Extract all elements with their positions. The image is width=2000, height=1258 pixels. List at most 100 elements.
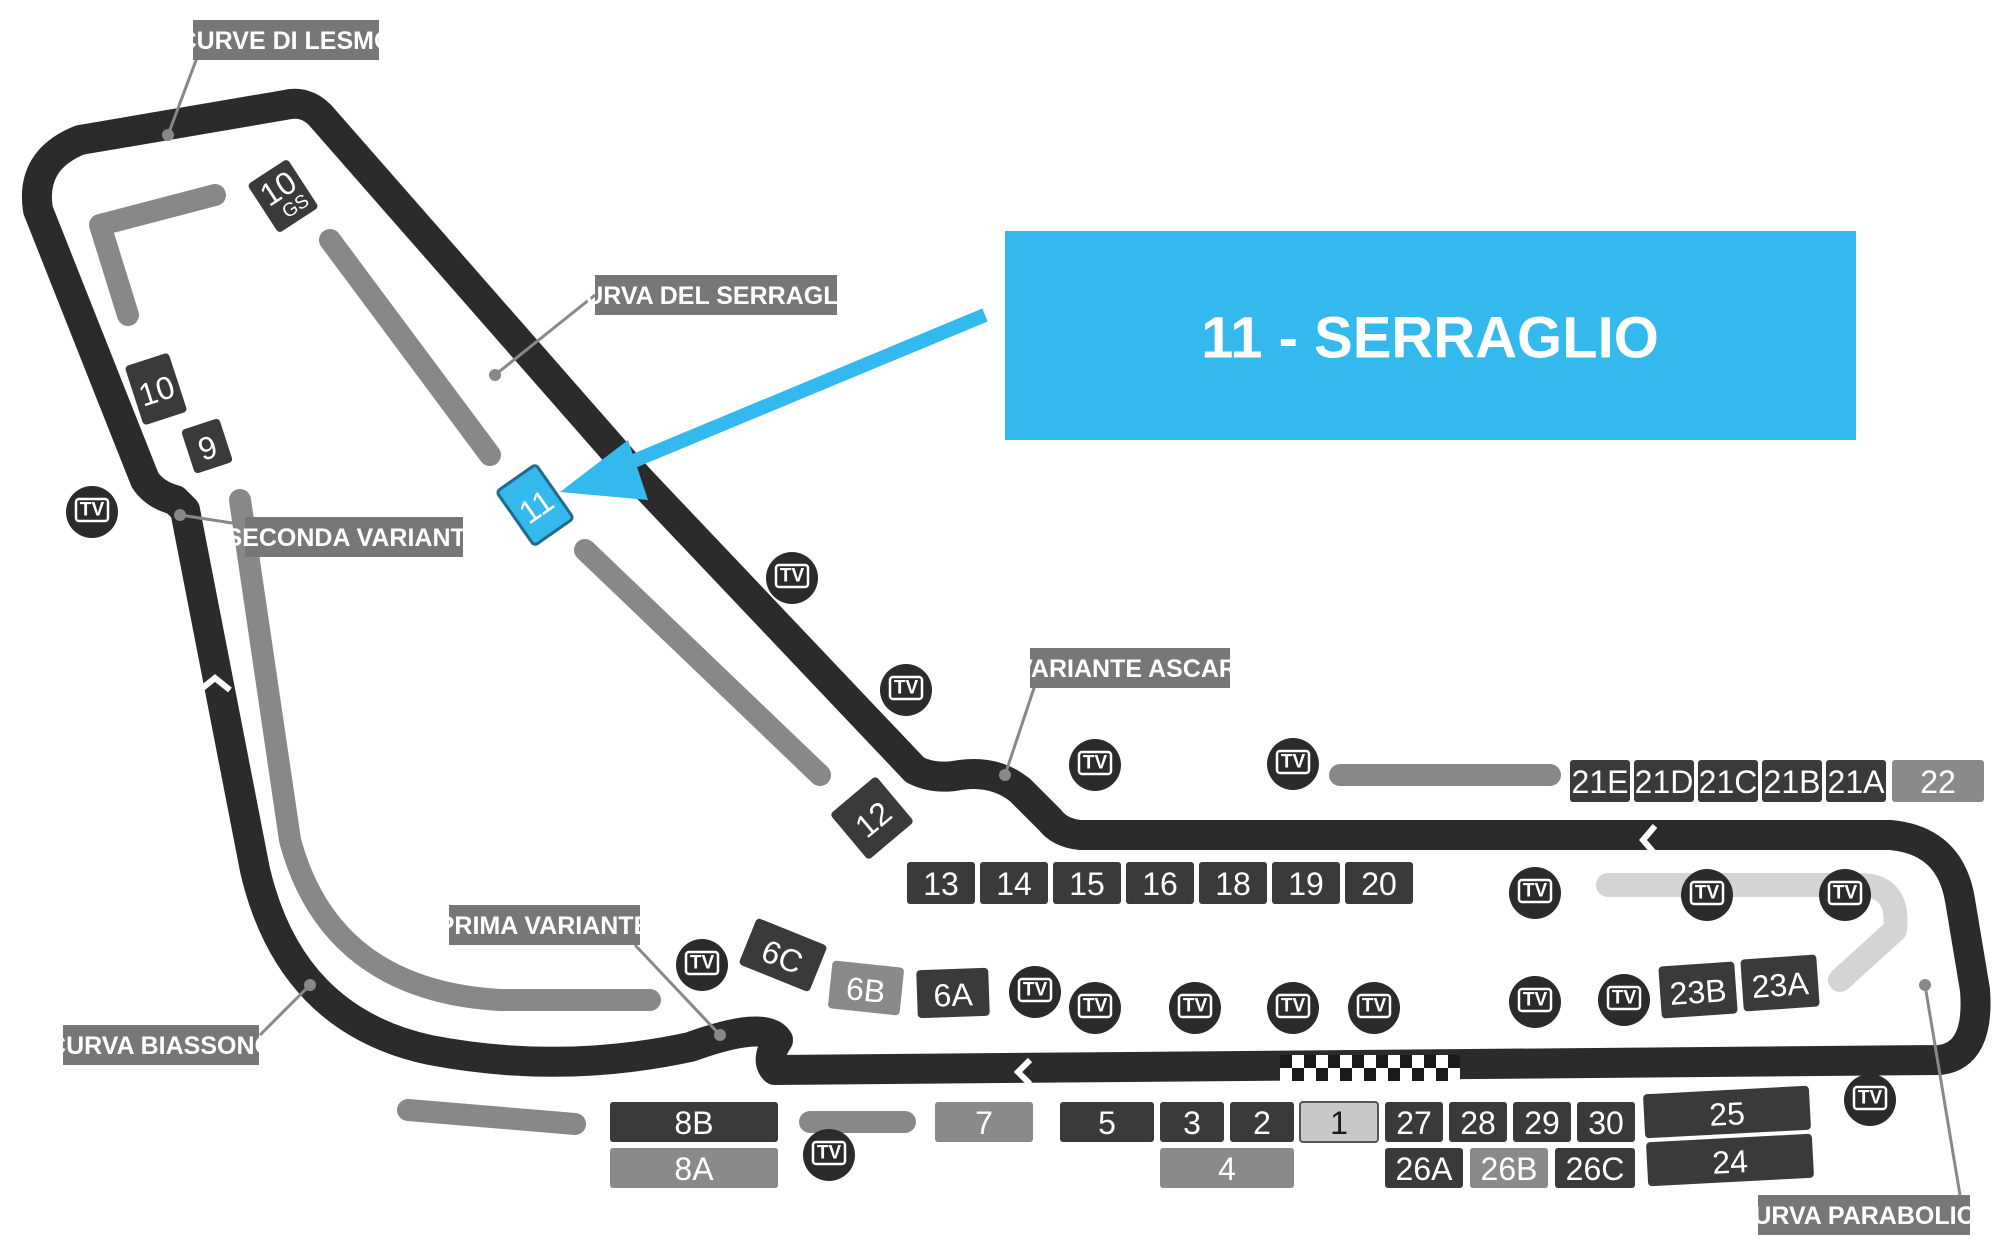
tv-icon: TV — [880, 664, 932, 716]
stand-22[interactable]: 22 — [1892, 760, 1984, 802]
stand-26a[interactable]: 26A — [1385, 1148, 1463, 1188]
stand-10[interactable]: 10 — [125, 352, 188, 425]
direction-chevron — [1639, 824, 1658, 856]
svg-text:22: 22 — [1920, 764, 1956, 800]
direction-chevron — [617, 506, 637, 537]
svg-text:TV: TV — [1858, 1088, 1883, 1109]
tv-icon: TV — [1009, 966, 1061, 1018]
svg-text:TV: TV — [1523, 990, 1548, 1011]
zone-lesmo-inner — [89, 184, 226, 326]
highlight-arrow — [560, 308, 988, 500]
label-seconda-text: SECONDA VARIANTE — [226, 524, 483, 552]
svg-text:13: 13 — [923, 866, 959, 902]
stand-6a[interactable]: 6A — [916, 967, 990, 1019]
svg-text:TV: TV — [1612, 988, 1637, 1009]
tv-icon: TV — [1169, 982, 1221, 1034]
tv-icon: TV — [1509, 867, 1561, 919]
tv-screens: TV TV TV TV TV TV TV TV TV TV TV TV TV T… — [66, 486, 1896, 1181]
svg-text:TV: TV — [1183, 996, 1208, 1017]
stand-9[interactable]: 9 — [181, 418, 233, 474]
svg-text:3: 3 — [1183, 1105, 1201, 1141]
stand-3[interactable]: 3 — [1160, 1102, 1224, 1142]
stand-16[interactable]: 16 — [1126, 862, 1194, 904]
svg-text:28: 28 — [1460, 1105, 1496, 1141]
stand-14[interactable]: 14 — [980, 862, 1048, 904]
tv-icon: TV — [1069, 982, 1121, 1034]
svg-text:TV: TV — [690, 953, 715, 974]
label-prima-text: PRIMA VARIANTE — [438, 912, 651, 940]
stand-27[interactable]: 27 — [1385, 1102, 1443, 1142]
stand-29[interactable]: 29 — [1513, 1102, 1571, 1142]
svg-text:21B: 21B — [1764, 764, 1821, 800]
svg-text:23B: 23B — [1668, 972, 1727, 1012]
stand-26b[interactable]: 26B — [1470, 1148, 1548, 1188]
label-parabolica-text: CURVA PARABOLICA — [1735, 1202, 1992, 1230]
stand-19[interactable]: 19 — [1272, 862, 1340, 904]
label-ascari-text: VARIANTE ASCARI — [1016, 655, 1244, 683]
svg-text:26C: 26C — [1566, 1151, 1625, 1187]
stand-10gs[interactable]: 10 GS — [247, 159, 319, 234]
label-serraglio-text: CURVA DEL SERRAGLIO — [567, 282, 865, 310]
svg-text:21C: 21C — [1699, 764, 1758, 800]
svg-text:26B: 26B — [1481, 1151, 1538, 1187]
tv-icon: TV — [1509, 976, 1561, 1028]
highlight-banner: 11 - SERRAGLIO — [1005, 231, 1856, 440]
stand-11[interactable]: 11 — [496, 464, 574, 546]
svg-text:30: 30 — [1588, 1105, 1624, 1141]
svg-text:5: 5 — [1098, 1105, 1116, 1141]
tv-icon: TV — [1267, 982, 1319, 1034]
stand-26c[interactable]: 26C — [1555, 1148, 1635, 1188]
label-biassono: CURVA BIASSONO — [48, 1025, 274, 1065]
stand-23b[interactable]: 23B — [1658, 961, 1738, 1019]
svg-text:TV: TV — [1281, 752, 1306, 773]
svg-text:19: 19 — [1288, 866, 1324, 902]
svg-text:TV: TV — [1362, 996, 1387, 1017]
stand-15[interactable]: 15 — [1053, 862, 1121, 904]
stand-4[interactable]: 4 — [1160, 1148, 1294, 1188]
stand-12[interactable]: 12 — [830, 776, 915, 861]
svg-text:14: 14 — [996, 866, 1032, 902]
stand-21e[interactable]: 21E — [1570, 760, 1630, 802]
stand-8b[interactable]: 8B — [610, 1102, 778, 1142]
svg-text:25: 25 — [1708, 1095, 1745, 1133]
stand-1[interactable]: 1 — [1299, 1101, 1379, 1143]
svg-text:TV: TV — [1281, 996, 1306, 1017]
stand-6b[interactable]: 6B — [828, 960, 905, 1016]
stand-24[interactable]: 24 — [1646, 1133, 1814, 1187]
stand-8a[interactable]: 8A — [610, 1148, 778, 1188]
svg-text:2: 2 — [1253, 1105, 1271, 1141]
svg-text:29: 29 — [1524, 1105, 1560, 1141]
stand-18[interactable]: 18 — [1199, 862, 1267, 904]
svg-text:23A: 23A — [1750, 965, 1810, 1005]
svg-text:21A: 21A — [1828, 764, 1886, 800]
svg-text:TV: TV — [1833, 883, 1858, 904]
start-finish-line — [1280, 1055, 1460, 1081]
stand-7[interactable]: 7 — [935, 1102, 1033, 1142]
stand-28[interactable]: 28 — [1449, 1102, 1507, 1142]
label-ascari: VARIANTE ASCARI — [1016, 648, 1244, 688]
stand-5[interactable]: 5 — [1060, 1102, 1154, 1142]
zone-biassono-inner — [229, 489, 661, 1011]
stand-2[interactable]: 2 — [1230, 1102, 1294, 1142]
tv-icon: TV — [1819, 869, 1871, 921]
stand-21a[interactable]: 21A — [1826, 760, 1886, 802]
circuit-track — [21, 88, 1991, 1085]
stand-21d[interactable]: 21D — [1634, 760, 1694, 802]
label-lesmo: CURVE DI LESMO — [179, 20, 394, 60]
zone-ascari-inner — [574, 539, 831, 786]
stand-30[interactable]: 30 — [1577, 1102, 1635, 1142]
svg-text:TV: TV — [780, 566, 805, 587]
stand-23a[interactable]: 23A — [1740, 954, 1820, 1012]
label-lesmo-text: CURVE DI LESMO — [179, 27, 394, 55]
stand-20[interactable]: 20 — [1345, 862, 1413, 904]
label-biassono-text: CURVA BIASSONO — [48, 1032, 274, 1060]
svg-text:6A: 6A — [933, 976, 974, 1013]
stand-21c[interactable]: 21C — [1698, 760, 1758, 802]
stand-25[interactable]: 25 — [1643, 1085, 1811, 1139]
zone-biassono-outer — [397, 1099, 586, 1135]
tv-icon: TV — [1598, 974, 1650, 1026]
stand-13[interactable]: 13 — [907, 862, 975, 904]
svg-text:21E: 21E — [1572, 764, 1629, 800]
stand-21b[interactable]: 21B — [1762, 760, 1822, 802]
stand-6c[interactable]: 6C — [738, 918, 827, 993]
